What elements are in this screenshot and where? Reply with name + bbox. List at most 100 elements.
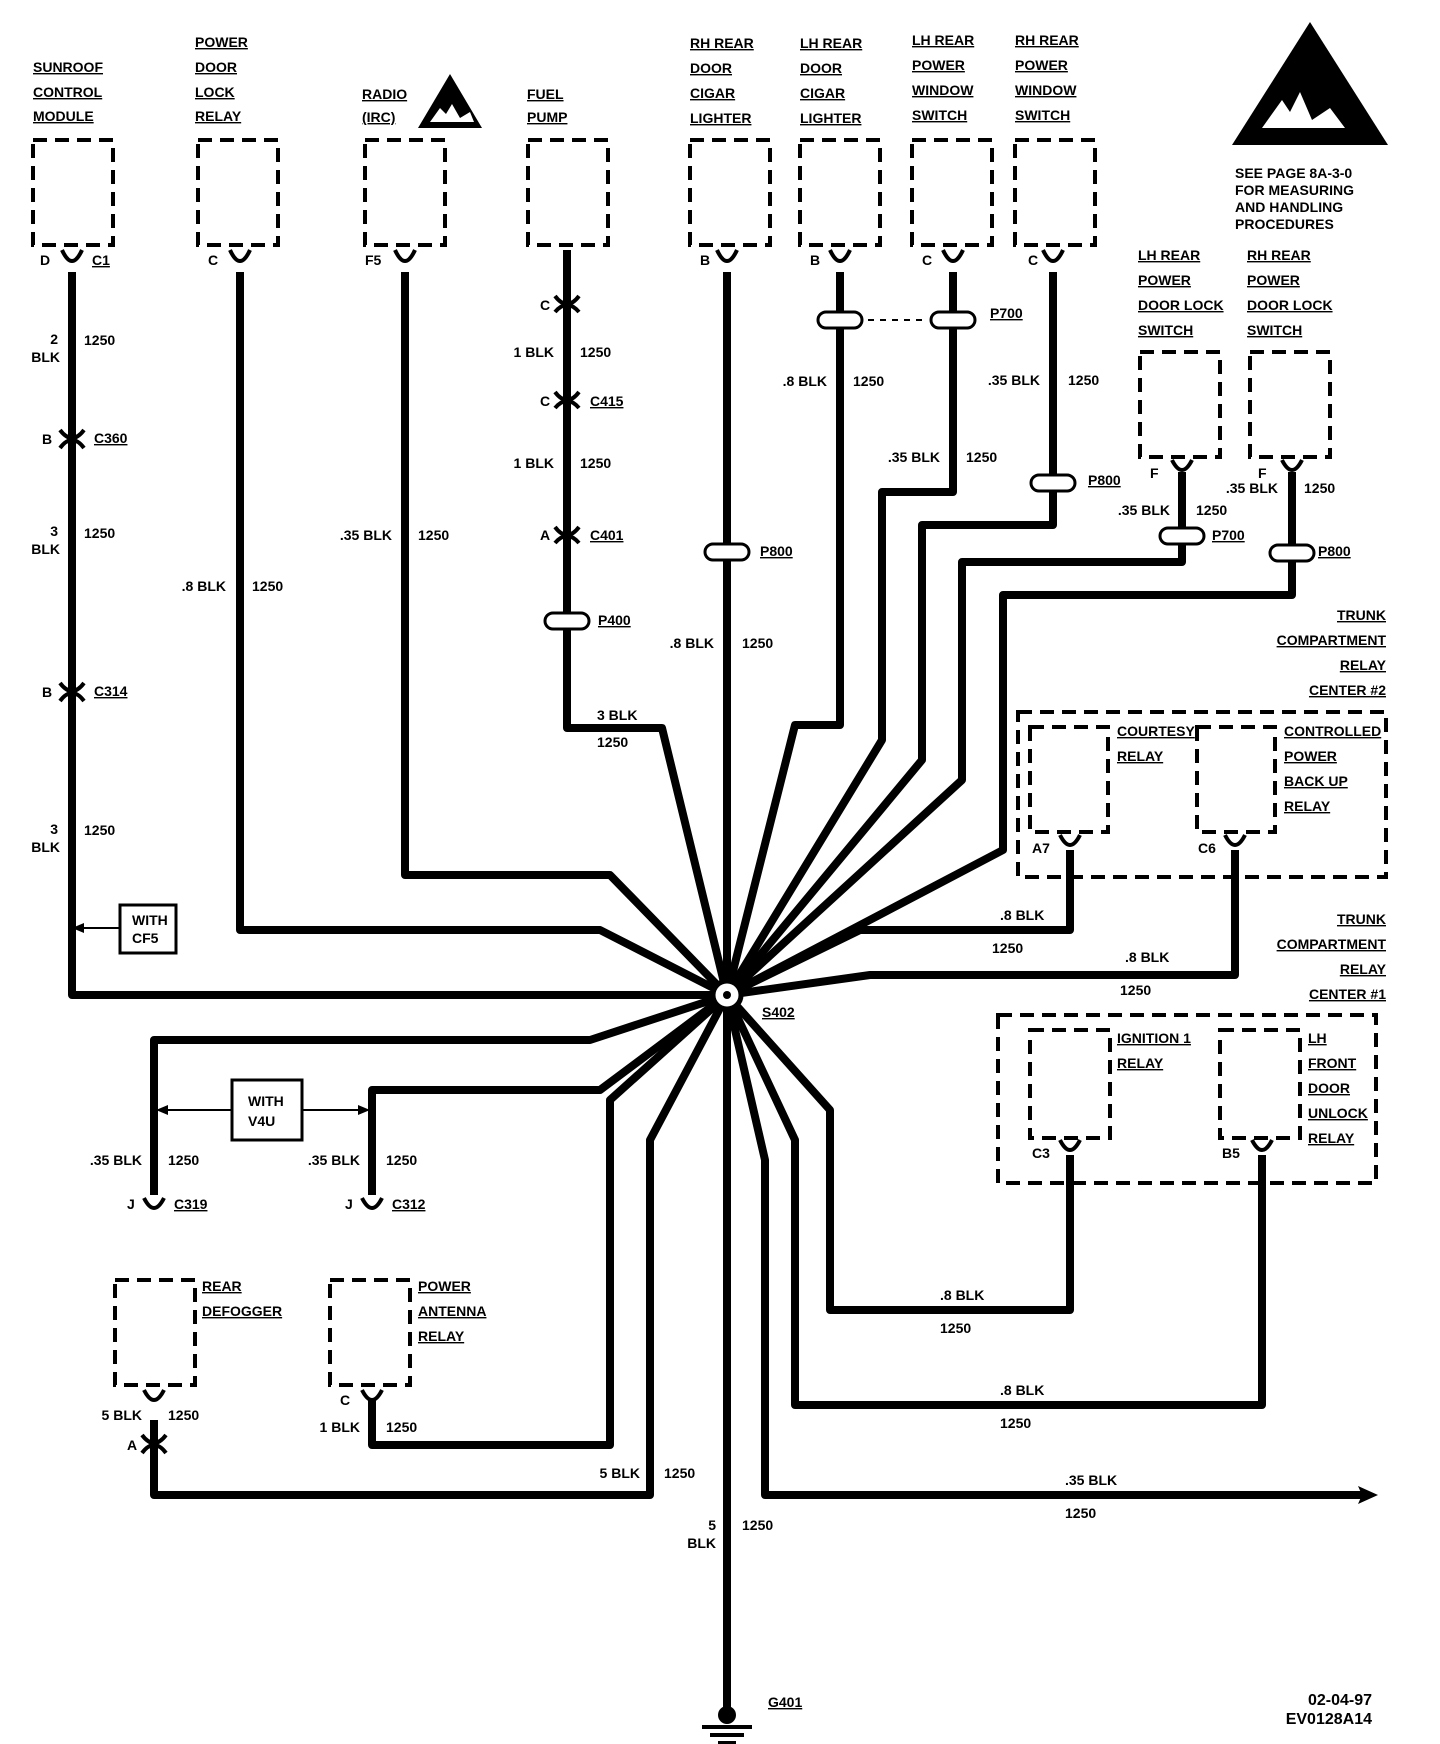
label-antenna-0: POWER [418, 1278, 471, 1294]
wire-layer [68, 250, 1365, 1715]
footer-code: EV0128A14 [1286, 1711, 1372, 1728]
conn-label-c360: C360 [94, 430, 128, 446]
wire-fuel-pump [563, 250, 731, 996]
wl-fuel1-circ: 1250 [580, 344, 611, 360]
wire-lh-cigar [723, 272, 844, 996]
cf5-arrowhead [72, 923, 84, 933]
label-unlock-0: LH [1308, 1030, 1327, 1046]
wl-sun2-circ: 1250 [84, 525, 115, 541]
wl-courtesy-circ: 1250 [992, 940, 1023, 956]
wire-c319 [150, 991, 729, 1195]
wl-fuel3-circ: 1250 [597, 734, 628, 750]
trunk1-box [996, 1013, 1378, 1185]
esd-note-1: FOR MEASURING [1235, 182, 1354, 198]
wl-lhwin-circ: 1250 [966, 449, 997, 465]
label-ctrl-1: POWER [1284, 748, 1337, 764]
wire-antenna [368, 992, 730, 1449]
conn-label-p800-a: P800 [760, 543, 793, 559]
label-pdl-0: POWER [195, 34, 248, 50]
wl-defog-circ: 1250 [168, 1407, 199, 1423]
label-lh-cigar-0: LH REAR [800, 35, 862, 51]
grommet-p800-b [1029, 473, 1077, 493]
conn-label-p700-a: P700 [990, 305, 1023, 321]
right-out-arrowhead [1358, 1486, 1378, 1504]
conn-c360 [58, 428, 86, 450]
label-courtesy-1: RELAY [1117, 748, 1164, 764]
wl-sun3-circ: 1250 [84, 822, 115, 838]
label-trunk2-2: RELAY [1340, 657, 1387, 673]
label-trunk1-3: CENTER #1 [1309, 986, 1386, 1002]
wl-pdl-size: .8 BLK [182, 578, 226, 594]
wl-rightout-size: .35 BLK [1065, 1472, 1117, 1488]
label-rh-window-2: WINDOW [1015, 82, 1077, 98]
lh-window-box [910, 138, 994, 247]
label-radio-1: (IRC) [362, 109, 395, 125]
label-trunk2-3: CENTER #2 [1309, 682, 1386, 698]
terminals [58, 249, 1304, 1455]
conn-c401 [553, 525, 581, 545]
splice-s402-center [723, 991, 731, 999]
esd-warning-icon-large [1232, 22, 1388, 145]
grommet-p800-a [703, 542, 751, 562]
rh-window-box [1013, 138, 1097, 247]
label-lh-window-0: LH REAR [912, 32, 974, 48]
rh-cigar-box [688, 138, 772, 247]
radio-box [363, 138, 447, 247]
pin-c314-b: B [42, 684, 52, 700]
wl-rhlock-size: .35 BLK [1226, 480, 1278, 496]
grommet-p700-b [1158, 526, 1206, 546]
label-rh-cigar-2: CIGAR [690, 85, 735, 101]
wl-sun2-size: 3 [50, 523, 58, 539]
label-trunk2-0: TRUNK [1337, 607, 1386, 623]
terminal-unlock [1250, 1139, 1274, 1152]
wl-lhcigar-circ: 1250 [853, 373, 884, 389]
conn-c319 [142, 1197, 166, 1210]
label-lh-cigar-1: DOOR [800, 60, 842, 76]
wl-radio-circ: 1250 [418, 527, 449, 543]
defogger-box [113, 1278, 197, 1387]
wire-ign1 [724, 992, 1074, 1314]
label-defog-1: DEFOGGER [202, 1303, 282, 1319]
label-trunk1-2: RELAY [1340, 961, 1387, 977]
v4u-box [230, 1078, 304, 1142]
conn-label-p800-c: P800 [1318, 543, 1351, 559]
wire-pdl-relay [236, 272, 729, 999]
label-rh-window-3: SWITCH [1015, 107, 1070, 123]
rh-lock-switch-box [1248, 350, 1332, 459]
grommet-p400 [543, 611, 591, 631]
conn-c415 [553, 390, 581, 410]
conn-c415-top [553, 294, 581, 314]
pin-lh-lock-f: F [1150, 465, 1159, 481]
pin-rh-cigar-b: B [700, 252, 710, 268]
label-sunroof-0: SUNROOF [33, 59, 103, 75]
wl-ign1-circ: 1250 [940, 1320, 971, 1336]
label-lh-window-1: POWER [912, 57, 965, 73]
label-lh-lock-2: DOOR LOCK [1138, 297, 1224, 313]
v4u-arrowhead-right [358, 1105, 370, 1115]
terminal-rh-cigar [715, 249, 739, 263]
label-unlock-1: FRONT [1308, 1055, 1357, 1071]
conn-label-c312: C312 [392, 1196, 426, 1212]
wl-ign1-size: .8 BLK [940, 1287, 984, 1303]
terminal-defog [142, 1389, 166, 1402]
pin-unlock-b5: B5 [1222, 1145, 1240, 1161]
label-fuel-0: FUEL [527, 86, 564, 102]
conn-label-s402: S402 [762, 1004, 795, 1020]
wl-fuel2-size: 1 BLK [514, 455, 554, 471]
label-antenna-1: ANTENNA [418, 1303, 486, 1319]
terminal-courtesy [1058, 834, 1082, 847]
pin-radio-f5: F5 [365, 252, 382, 268]
wl-fuel1-size: 1 BLK [514, 344, 554, 360]
pin-c401-a: A [540, 527, 550, 543]
label-pdl-2: LOCK [195, 84, 235, 100]
option-callouts [72, 319, 1378, 1504]
label-defog-0: REAR [202, 1278, 242, 1294]
terminal-rh-window [1041, 249, 1065, 263]
esd-note-2: AND HANDLING [1235, 199, 1343, 215]
pin-rh-window-c: C [1028, 252, 1038, 268]
pin-labels: D C1 C F5 B B C C F F B B C C A A7 C6 C3… [40, 252, 1267, 1453]
terminal-sunroof [60, 249, 84, 263]
label-lh-cigar-3: LIGHTER [800, 110, 861, 126]
ground-g401-symbol [702, 1706, 752, 1744]
wire-lh-unlock [723, 993, 1266, 1409]
